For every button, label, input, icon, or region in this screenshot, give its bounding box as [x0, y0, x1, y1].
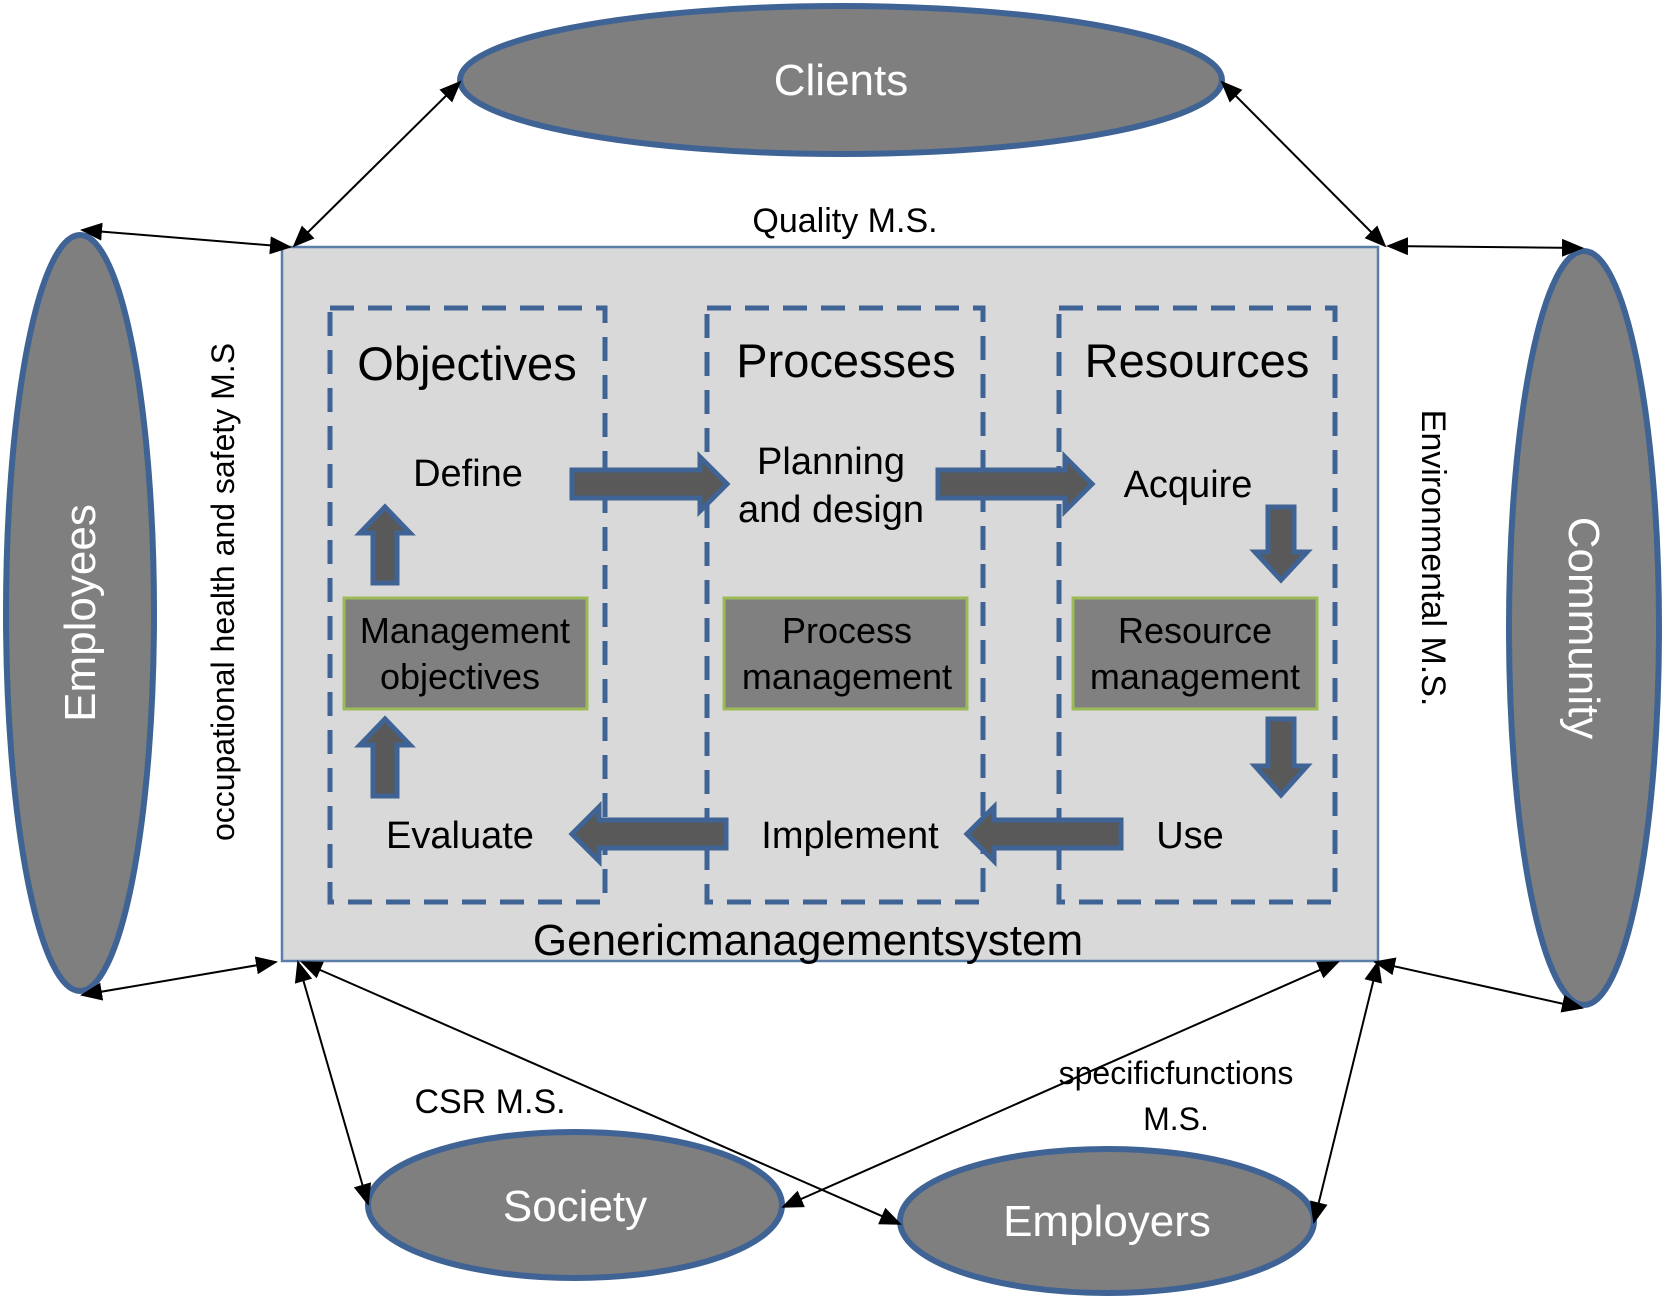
block-arrow-evaluate-up	[354, 715, 416, 799]
connector-clients-left	[292, 80, 462, 248]
block-arrow-acquire-down	[1249, 504, 1313, 584]
quality-ms-label: Quality M.S.	[752, 202, 937, 240]
community-label: Community	[1559, 517, 1608, 740]
block-arrow-mgmt-to-define	[354, 503, 416, 586]
objectives-column	[327, 305, 608, 905]
process-management-line2: management	[742, 656, 952, 697]
objectives-heading: Objectives	[357, 337, 576, 390]
process-management-line1: Process	[782, 610, 912, 651]
define-step: Define	[413, 453, 523, 495]
clients-label: Clients	[774, 56, 909, 105]
ohs-ms-label: occupational health and safety M.S	[205, 343, 241, 841]
management-objectives-line2: objectives	[380, 656, 540, 697]
implement-step: Implement	[761, 815, 939, 857]
resource-management-line2: management	[1090, 656, 1300, 697]
resource-management-box	[1071, 596, 1319, 711]
employees-label: Employees	[56, 504, 105, 722]
csr-ms-label: CSR M.S.	[414, 1083, 565, 1121]
environmental-ms-label: Environmental M.S.	[1414, 410, 1452, 707]
use-step: Use	[1156, 815, 1224, 857]
planning-step-line2: and design	[738, 489, 924, 531]
resources-heading: Resources	[1085, 334, 1310, 387]
clients-ellipse	[457, 3, 1225, 157]
planning-step-line1: Planning	[757, 441, 905, 483]
block-arrow-use-to-implement	[963, 800, 1124, 868]
resources-column	[1056, 305, 1338, 905]
system-title: Genericmanagementsystem	[533, 916, 1083, 965]
block-arrow-implement-to-evaluate	[568, 800, 729, 868]
employers-label: Employers	[1003, 1197, 1211, 1246]
block-arrow-planning-to-acquire	[935, 450, 1096, 518]
management-objectives-line1: Management	[360, 610, 570, 651]
employees-ellipse	[3, 232, 157, 994]
community-ellipse	[1506, 248, 1662, 1008]
management-objectives-box	[342, 596, 589, 711]
specific-functions-ms-label-line2: M.S.	[1143, 1101, 1209, 1137]
connector-system-to-employers-right	[1310, 960, 1382, 1224]
resource-management-line1: Resource	[1118, 610, 1272, 651]
connector-community-bottom	[1373, 957, 1584, 1013]
processes-column	[704, 305, 986, 905]
society-label: Society	[503, 1182, 647, 1231]
specific-functions-ms-label-line1: specificfunctions	[1059, 1055, 1294, 1091]
block-arrow-define-to-planning	[569, 450, 731, 518]
connector-clients-right	[1220, 80, 1387, 248]
connector-employees-bottom	[80, 956, 278, 1001]
connector-system-to-society	[294, 960, 372, 1206]
connector-system-to-society-right	[781, 961, 1340, 1208]
process-management-box	[722, 596, 969, 711]
connector-community-top	[1386, 237, 1584, 257]
evaluate-step: Evaluate	[386, 815, 534, 857]
connector-employees-top	[80, 222, 292, 255]
processes-heading: Processes	[736, 334, 955, 387]
acquire-step: Acquire	[1124, 464, 1253, 506]
block-arrow-resource-down	[1249, 716, 1313, 799]
